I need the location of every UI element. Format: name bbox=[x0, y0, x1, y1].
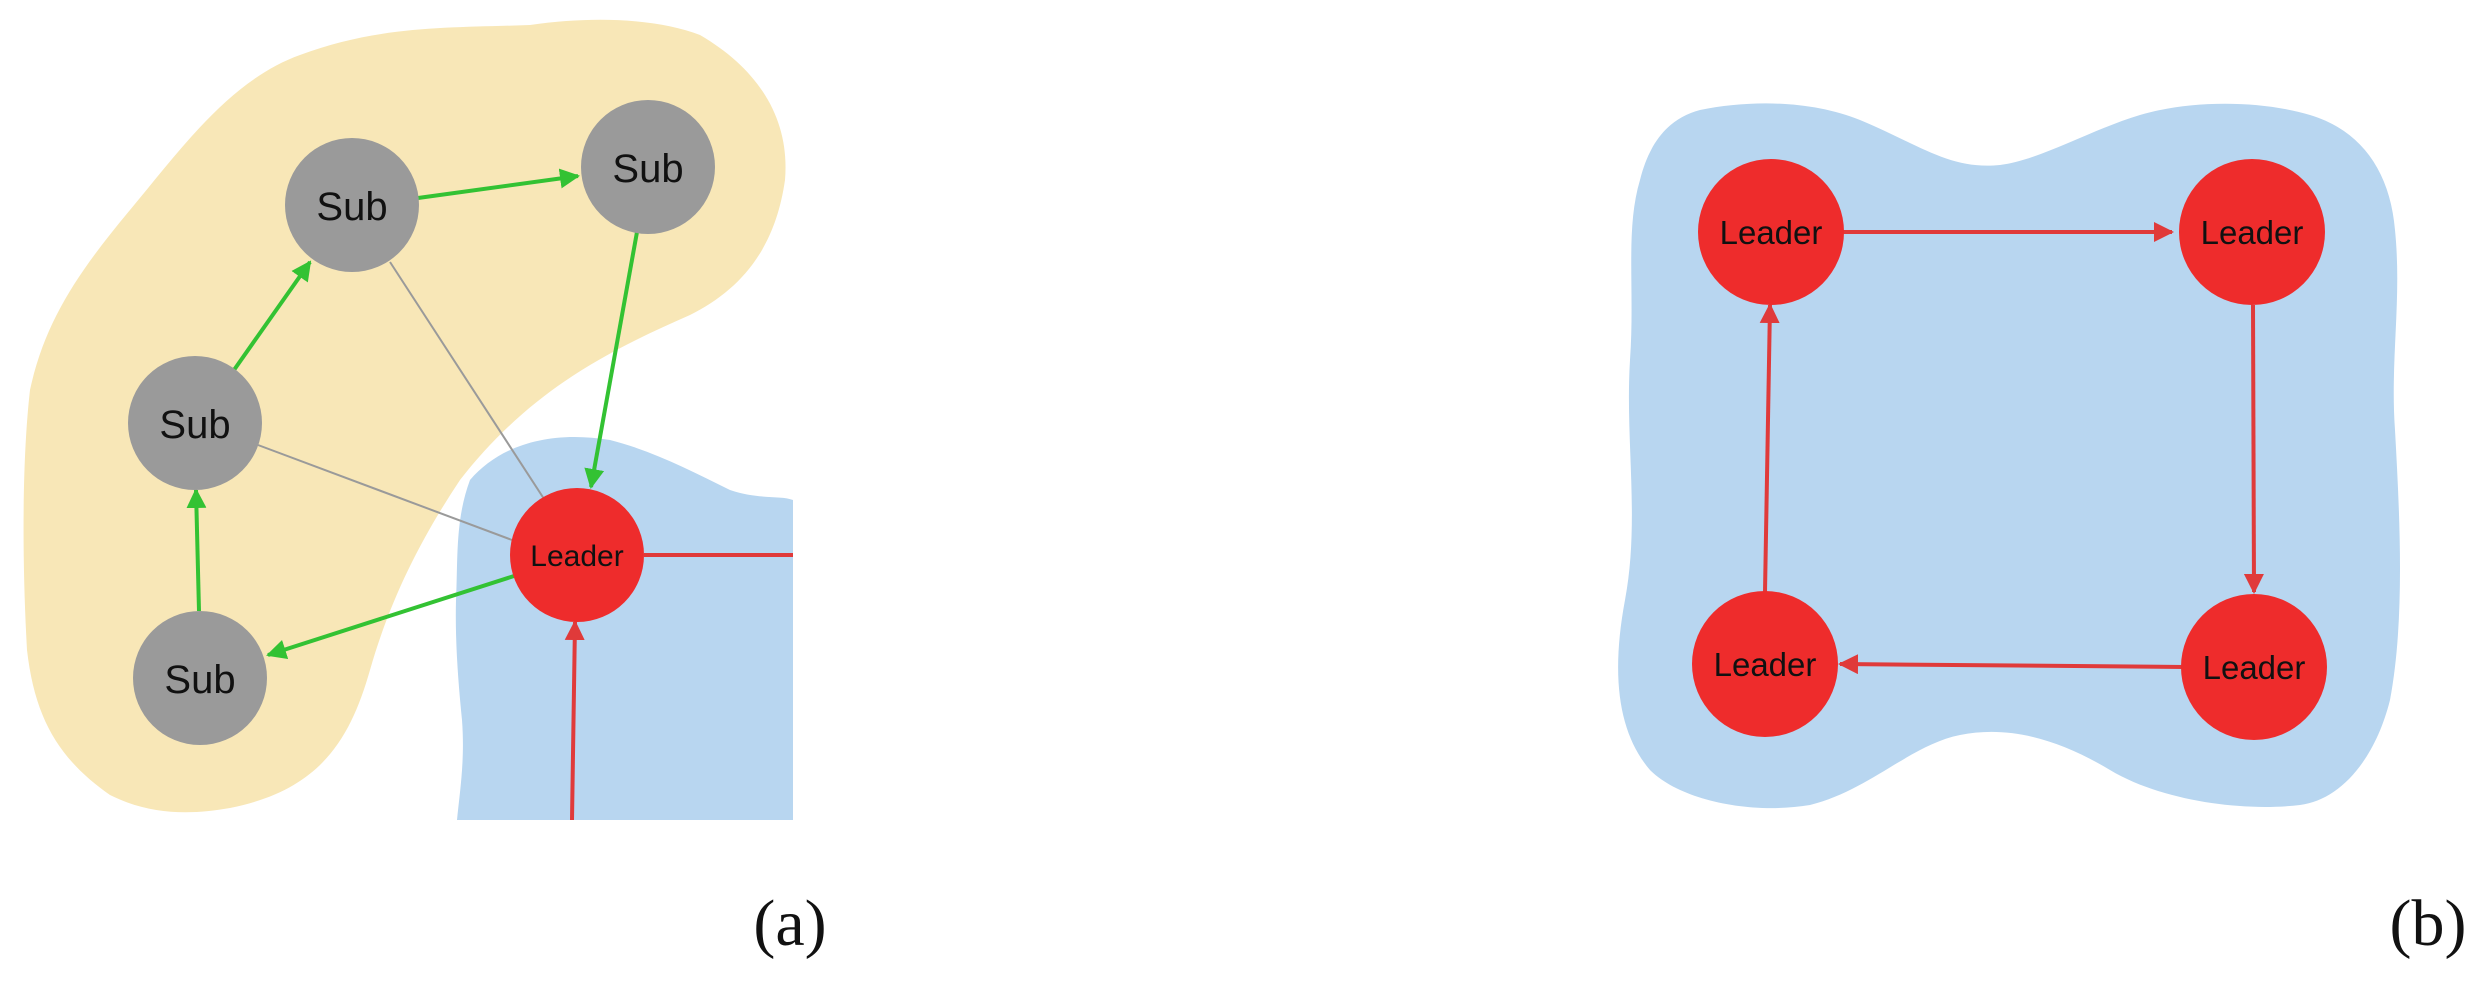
panel-label-b: (b) bbox=[2390, 887, 2467, 960]
node-leader-b-top-right: Leader bbox=[2179, 159, 2325, 305]
node-sub-bottom: Sub bbox=[133, 611, 267, 745]
edge-gray-sub1-leader bbox=[389, 261, 549, 506]
edge-sub2-leader bbox=[584, 231, 639, 489]
edge-gray-sub3-leader bbox=[257, 444, 513, 541]
node-leader-a: Leader bbox=[510, 488, 644, 622]
edge-leader-bl-tl bbox=[1759, 303, 1780, 593]
svg-text:Leader: Leader bbox=[2203, 649, 2306, 686]
svg-text:Sub: Sub bbox=[164, 658, 235, 702]
svg-text:Sub: Sub bbox=[159, 403, 230, 447]
svg-text:Leader: Leader bbox=[1714, 646, 1817, 683]
edge-sub1-sub2 bbox=[417, 168, 580, 200]
svg-text:Leader: Leader bbox=[1720, 214, 1823, 251]
node-sub-top-right: Sub bbox=[581, 100, 715, 234]
node-sub-top-left: Sub bbox=[285, 138, 419, 272]
edge-leader-incoming-red bbox=[564, 620, 585, 821]
edge-leader-sub4 bbox=[266, 574, 515, 660]
svg-text:Sub: Sub bbox=[316, 185, 387, 229]
edge-leader-tr-br bbox=[2243, 304, 2264, 594]
svg-text:Leader: Leader bbox=[2201, 214, 2304, 251]
node-leader-b-bottom-left: Leader bbox=[1692, 591, 1838, 737]
node-sub-middle: Sub bbox=[128, 356, 262, 490]
edge-leader-br-bl bbox=[1838, 654, 2185, 675]
svg-text:Sub: Sub bbox=[612, 147, 683, 191]
node-leader-b-bottom-right: Leader bbox=[2181, 594, 2327, 740]
leader-group-region-partial bbox=[455, 436, 793, 820]
node-leader-b-top-left: Leader bbox=[1698, 159, 1844, 305]
panel-label-a: (a) bbox=[753, 887, 826, 960]
edge-sub3-sub1 bbox=[232, 260, 312, 372]
svg-text:Leader: Leader bbox=[530, 540, 623, 573]
panel-b: Leader Leader Leader Leader (b) bbox=[1618, 103, 2466, 960]
panel-a: Sub Sub Sub Sub Leader (a) bbox=[23, 19, 827, 960]
edge-sub4-sub3 bbox=[186, 488, 207, 612]
